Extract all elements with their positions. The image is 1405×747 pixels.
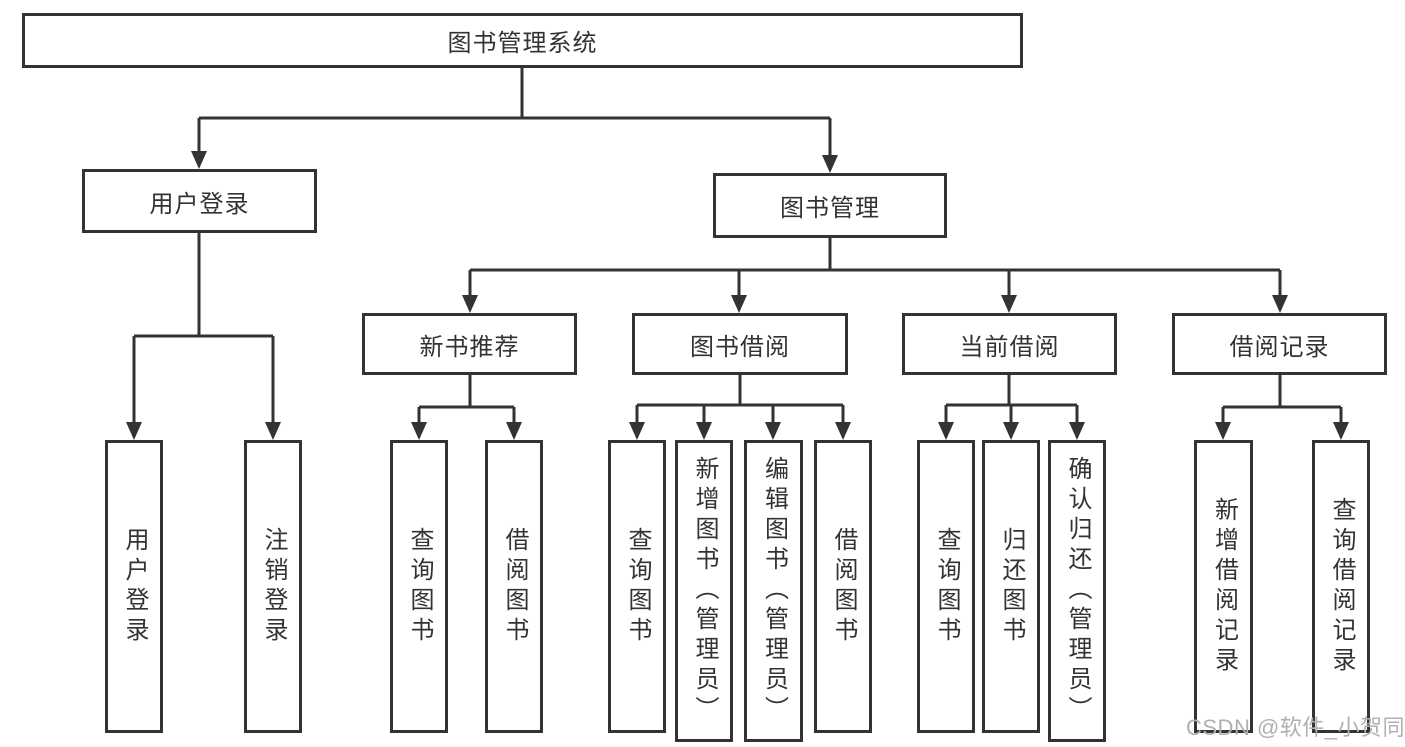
- node-book-borrow: 图书借阅: [632, 313, 848, 375]
- node-book-management: 图书管理: [713, 173, 947, 238]
- arrowhead-icon: [191, 151, 207, 169]
- leaf-return-book: 归还图书: [982, 440, 1040, 733]
- leaf-add-borrow-record: 新增借阅记录: [1194, 440, 1253, 733]
- watermark: CSDN @软件_小贺同学: [1186, 715, 1405, 740]
- arrowhead-icon: [1272, 295, 1288, 313]
- leaf-query-book-borrow: 查询图书: [608, 440, 666, 733]
- leaf-confirm-return-admin: 确认归还（管理员）: [1048, 440, 1106, 742]
- node-borrow-records: 借阅记录: [1172, 313, 1387, 375]
- arrowhead-icon: [822, 155, 838, 173]
- arrowhead-icon: [765, 422, 781, 440]
- leaf-edit-book-admin: 编辑图书（管理员）: [744, 440, 803, 742]
- leaf-logout: 注销登录: [244, 440, 302, 733]
- arrowhead-icon: [1333, 422, 1349, 440]
- arrowhead-icon: [1069, 422, 1085, 440]
- leaf-add-book-admin: 新增图书（管理员）: [675, 440, 733, 742]
- arrowhead-icon: [1215, 422, 1231, 440]
- arrowhead-icon: [1003, 422, 1019, 440]
- leaf-query-book-recommend: 查询图书: [390, 440, 448, 733]
- arrowhead-icon: [265, 422, 281, 440]
- node-root: 图书管理系统: [22, 13, 1023, 68]
- leaf-user-login: 用户登录: [105, 440, 163, 733]
- arrowhead-icon: [938, 422, 954, 440]
- node-new-book-recommend: 新书推荐: [362, 313, 577, 375]
- arrowhead-icon: [506, 422, 522, 440]
- arrowhead-icon: [696, 422, 712, 440]
- arrowhead-icon: [411, 422, 427, 440]
- leaf-query-borrow-record: 查询借阅记录: [1312, 440, 1370, 733]
- leaf-borrow-book-recommend: 借阅图书: [485, 440, 543, 733]
- arrowhead-icon: [126, 422, 142, 440]
- leaf-query-book-current: 查询图书: [917, 440, 975, 733]
- arrowhead-icon: [731, 295, 747, 313]
- node-user-login: 用户登录: [82, 169, 317, 233]
- arrowhead-icon: [462, 295, 478, 313]
- arrowhead-icon: [1001, 295, 1017, 313]
- node-current-borrow: 当前借阅: [902, 313, 1117, 375]
- leaf-borrow-book: 借阅图书: [814, 440, 872, 733]
- arrowhead-icon: [629, 422, 645, 440]
- arrowhead-icon: [835, 422, 851, 440]
